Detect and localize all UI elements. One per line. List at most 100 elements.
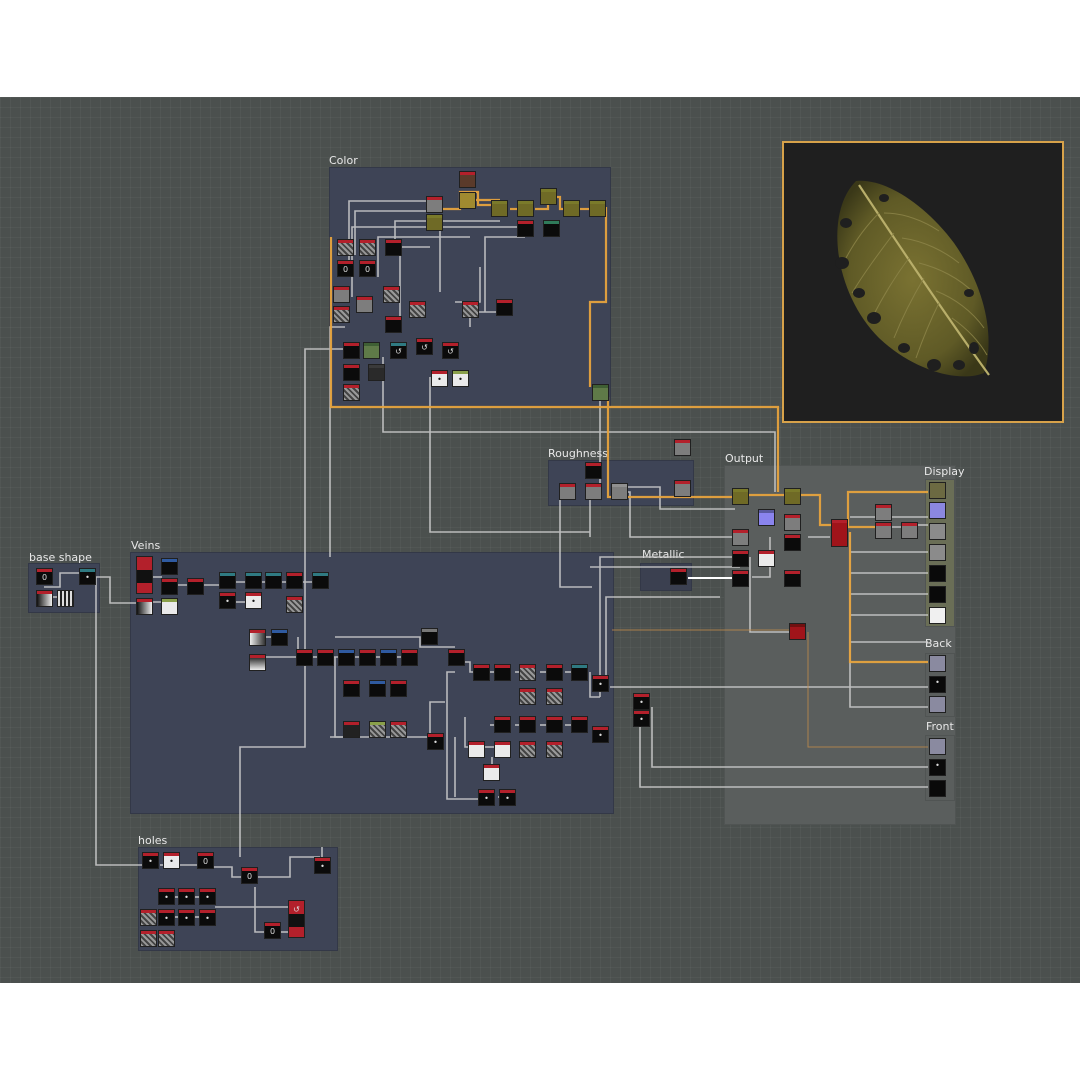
output-display-metallic[interactable] (930, 566, 945, 581)
node-output-levels-2[interactable] (876, 523, 891, 538)
node-color-value-1[interactable]: 0 (338, 261, 353, 276)
node-veins-27[interactable] (474, 665, 489, 680)
node-veins-25[interactable] (391, 681, 406, 696)
node-holes-6[interactable]: • (159, 889, 174, 904)
node-roughness-output[interactable] (612, 484, 627, 499)
node-veins-18[interactable] (360, 650, 375, 665)
node-color-mask-1[interactable] (518, 221, 533, 236)
node-color-noise-3[interactable] (334, 307, 349, 322)
node-veins-28[interactable] (495, 665, 510, 680)
node-veins-13[interactable] (272, 630, 287, 645)
node-color-levels-2[interactable] (357, 297, 372, 312)
output-display-basecolor[interactable] (930, 483, 945, 498)
output-display-ao[interactable] (930, 587, 945, 602)
node-veins-22[interactable] (449, 650, 464, 665)
node-color-blend-5[interactable] (564, 201, 579, 216)
node-color-blur[interactable] (386, 317, 401, 332)
node-veins-41[interactable] (495, 742, 510, 757)
node-holes-5[interactable]: • (315, 858, 330, 873)
node-veins-32[interactable] (520, 689, 535, 704)
node-color-warp[interactable] (386, 240, 401, 255)
material-3d-preview[interactable] (782, 141, 1064, 423)
node-color-mask-2[interactable] (544, 221, 559, 236)
node-veins-noise-3[interactable] (370, 722, 385, 737)
node-color-noise-7[interactable] (344, 385, 359, 400)
node-roughness-levels-1[interactable] (560, 484, 575, 499)
node-veins-30[interactable] (547, 665, 562, 680)
node-color-mask-3[interactable]: • (432, 371, 447, 386)
node-color-output[interactable] (593, 385, 608, 400)
node-veins-11[interactable]: • (246, 593, 261, 608)
node-roughness-ext-1[interactable] (675, 440, 690, 455)
node-output-normal[interactable] (759, 510, 774, 525)
node-color-curve[interactable] (364, 343, 379, 358)
node-base-shape-1[interactable]: 0 (37, 569, 52, 584)
node-holes-switch[interactable]: ↺ (289, 901, 304, 937)
node-color-gradient[interactable] (427, 215, 442, 230)
node-veins-21[interactable] (422, 629, 437, 644)
node-output-levels-3[interactable] (902, 523, 917, 538)
node-veins-43[interactable] (547, 742, 562, 757)
node-output-ao[interactable] (733, 551, 748, 566)
node-holes-8[interactable]: • (200, 889, 215, 904)
node-holes-12[interactable]: 0 (265, 923, 280, 938)
node-metallic-value[interactable] (671, 569, 686, 584)
node-output-roughness[interactable] (785, 515, 800, 530)
node-veins-5[interactable] (220, 573, 235, 588)
node-veins-4[interactable] (188, 579, 203, 594)
node-veins-42[interactable] (520, 742, 535, 757)
node-veins-1[interactable] (162, 559, 177, 574)
node-veins-10[interactable]: • (220, 593, 235, 608)
output-display-roughness[interactable] (930, 524, 945, 539)
node-veins-19[interactable] (381, 650, 396, 665)
output-back-3[interactable] (930, 697, 945, 712)
node-veins-36[interactable] (520, 717, 535, 732)
node-base-shape-output[interactable]: • (80, 569, 95, 584)
node-holes-noise-3[interactable] (159, 931, 174, 946)
node-output-basecolor-2[interactable] (785, 489, 800, 504)
node-veins-45[interactable]: • (479, 790, 494, 805)
node-color-blend-2[interactable] (492, 201, 507, 216)
node-color-fill[interactable] (460, 172, 475, 187)
node-veins-noise-2[interactable] (344, 722, 359, 737)
node-holes-noise-2[interactable] (141, 931, 156, 946)
node-holes-7[interactable]: • (179, 889, 194, 904)
node-veins-46[interactable]: • (500, 790, 515, 805)
output-display-height[interactable] (930, 545, 945, 560)
output-front-2[interactable]: • (930, 760, 945, 775)
node-veins-17[interactable] (339, 650, 354, 665)
node-output-merge[interactable] (832, 520, 847, 546)
node-color-noise-5[interactable] (410, 302, 425, 317)
node-veins-8[interactable] (287, 573, 302, 588)
output-display-opacity[interactable] (930, 608, 945, 623)
node-veins-23[interactable] (344, 681, 359, 696)
node-color-grayscale[interactable] (334, 287, 349, 302)
node-veins-34[interactable]: • (593, 676, 608, 691)
node-color-edge[interactable] (344, 365, 359, 380)
node-color-noise-6[interactable] (463, 302, 478, 317)
node-veins-16[interactable] (318, 650, 333, 665)
node-color-blend[interactable] (460, 193, 475, 208)
node-veins-gradient[interactable] (137, 599, 152, 614)
node-veins-35[interactable] (495, 717, 510, 732)
node-color-dark[interactable] (369, 365, 384, 380)
output-back-1[interactable] (930, 656, 945, 671)
node-veins-2[interactable] (162, 579, 177, 594)
node-veins-26[interactable]: • (428, 734, 443, 749)
node-holes-11[interactable]: • (200, 910, 215, 925)
node-holes-10[interactable]: • (179, 910, 194, 925)
node-holes-noise-1[interactable] (141, 910, 156, 925)
node-veins-24[interactable] (370, 681, 385, 696)
node-veins-38[interactable] (572, 717, 587, 732)
node-output-switch[interactable] (790, 624, 805, 639)
node-veins-29[interactable] (520, 665, 535, 680)
output-front-3[interactable] (930, 781, 945, 796)
node-veins-7[interactable] (266, 573, 281, 588)
node-output-levels-1[interactable] (876, 505, 891, 520)
node-color-mask-4[interactable]: • (453, 371, 468, 386)
node-holes-3[interactable]: 0 (198, 853, 213, 868)
node-color-blend-6[interactable] (590, 201, 605, 216)
node-holes-2[interactable]: • (164, 853, 179, 868)
node-veins-14[interactable] (250, 655, 265, 670)
node-veins-48[interactable]: • (634, 711, 649, 726)
